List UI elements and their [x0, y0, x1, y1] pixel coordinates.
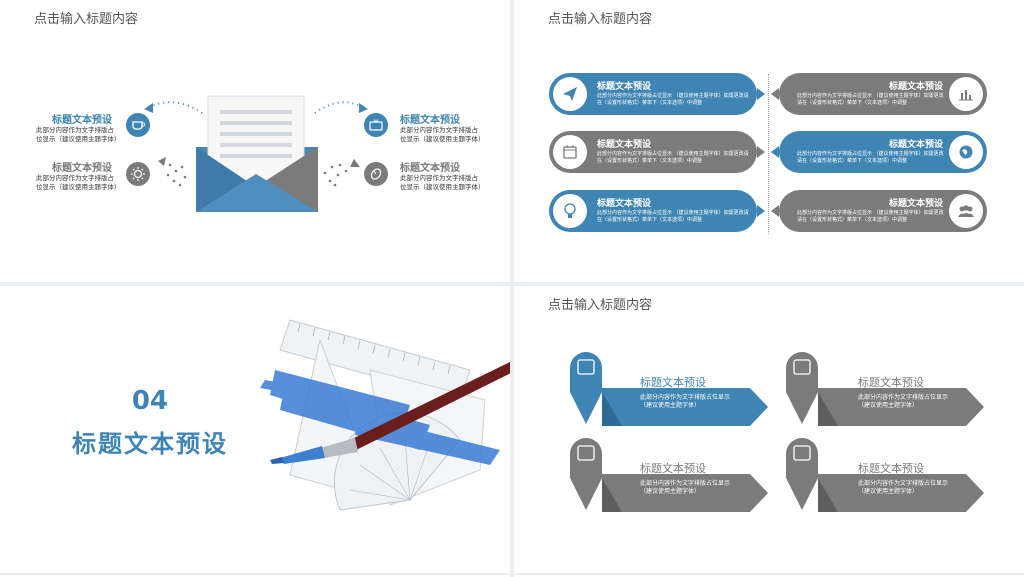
right-pill-2-pointer: [771, 146, 779, 158]
right-pill-3-desc: 此部分内容作为文字排版占位显示 （建议使用主题字体）如需更改请在（设置形状格式）…: [797, 210, 944, 223]
item-2-shape: [786, 352, 984, 426]
bar-chart-icon: [949, 77, 983, 111]
right-pill-2[interactable]: 标题文本预设 此部分内容作为文字排版占位显示 （建议使用主题字体）如需更改请在（…: [779, 131, 987, 173]
right-pill-3-title: 标题文本预设: [888, 199, 943, 209]
left-pill-3-desc: 此部分内容作为文字排版占位显示 （建议使用主题字体）如需更改请在（设置形状格式）…: [597, 210, 749, 223]
item-2-desc[interactable]: 此部分内容作为文字排版占位显示（建议使用主题字体）: [858, 394, 949, 409]
envelope-illustration: [196, 95, 318, 212]
slide-1-right-item-1-title[interactable]: 标题文本预设: [400, 115, 460, 126]
left-pill-2[interactable]: 标题文本预设 此部分内容作为文字排版占位显示 （建议使用主题字体）如需更改请在（…: [549, 131, 757, 173]
left-pill-3[interactable]: 标题文本预设 此部分内容作为文字排版占位显示 （建议使用主题字体）如需更改请在（…: [549, 190, 757, 232]
slide-1[interactable]: 点击输入标题内容 标题文本预设 此部分内容作为文字排版占位显示（建议使用主题字体…: [0, 0, 510, 282]
item-2-title[interactable]: 标题文本预设: [858, 376, 924, 389]
right-pill-3-pointer: [771, 205, 779, 217]
right-pill-1[interactable]: 标题文本预设 此部分内容作为文字排版占位显示 （建议使用主题字体）如需更改请在（…: [779, 73, 987, 115]
calendar-icon: [553, 135, 587, 169]
slide-4-title[interactable]: 点击输入标题内容: [548, 298, 653, 313]
left-pill-1-desc: 此部分内容作为文字排版占位显示 （建议使用主题字体）如需更改请在（设置形状格式）…: [597, 93, 749, 106]
center-divider: [768, 74, 769, 234]
left-pill-2-title: 标题文本预设: [597, 140, 652, 150]
item-3-desc[interactable]: 此部分内容作为文字排版占位显示（建议使用主题字体）: [640, 480, 731, 495]
tv-icon: [364, 113, 388, 137]
slide-1-right-item-2-title[interactable]: 标题文本预设: [400, 163, 460, 174]
right-pill-2-title: 标题文本预设: [888, 140, 943, 150]
lightbulb-icon: [553, 194, 587, 228]
item-4-desc[interactable]: 此部分内容作为文字排版占位显示（建议使用主题字体）: [858, 480, 949, 495]
slide-1-title[interactable]: 点击输入标题内容: [34, 12, 139, 27]
left-pill-2-pointer: [757, 146, 765, 158]
slide-4[interactable]: 点击输入标题内容 标题文本预设 此部分内容作为文字排版占位显示（建议使用主题字体…: [514, 286, 1024, 573]
left-pill-1-pointer: [757, 88, 765, 100]
right-pill-1-desc: 此部分内容作为文字排版占位显示 （建议使用主题字体）如需更改请在（设置形状格式）…: [797, 93, 944, 106]
section-number[interactable]: 04: [131, 386, 169, 416]
slide-1-right-item-2-desc[interactable]: 此部分内容作为文字排版占位显示（建议使用主题字体）: [400, 174, 485, 191]
right-pill-2-desc: 此部分内容作为文字排版占位显示 （建议使用主题字体）如需更改请在（设置形状格式）…: [797, 151, 944, 164]
slide-2-title[interactable]: 点击输入标题内容: [548, 12, 653, 27]
slide-5-partial[interactable]: [0, 575, 510, 577]
section-title[interactable]: 标题文本预设: [72, 430, 228, 458]
sun-icon: [126, 162, 150, 186]
slide-1-left-item-2-title[interactable]: 标题文本预设: [52, 163, 112, 174]
slide-1-left-item-2-desc[interactable]: 此部分内容作为文字排版占位显示（建议使用主题字体）: [36, 174, 121, 191]
left-pill-2-desc: 此部分内容作为文字排版占位显示 （建议使用主题字体）如需更改请在（设置形状格式）…: [597, 151, 749, 164]
slide-1-right-item-1-desc[interactable]: 此部分内容作为文字排版占位显示（建议使用主题字体）: [400, 126, 485, 143]
people-icon: [949, 194, 983, 228]
item-3-shape: [570, 438, 768, 512]
item-1-desc[interactable]: 此部分内容作为文字排版占位显示（建议使用主题字体）: [640, 394, 731, 409]
right-pill-1-title: 标题文本预设: [888, 82, 943, 92]
slide-2[interactable]: 点击输入标题内容 标题文本预设 此部分内容作为文字排版占位显示 （建议使用主题字…: [514, 0, 1024, 282]
mouse-icon: [364, 162, 388, 186]
cup-icon: [126, 113, 150, 137]
item-3-title[interactable]: 标题文本预设: [640, 462, 706, 475]
item-1-title[interactable]: 标题文本预设: [640, 376, 706, 389]
slide-1-left-item-1-desc[interactable]: 此部分内容作为文字排版占位显示（建议使用主题字体）: [36, 126, 121, 143]
item-1-shape: [570, 352, 768, 426]
slide-3[interactable]: 04 标题文本预设: [0, 286, 510, 573]
rulers-brush-illustration: [260, 319, 510, 511]
right-pill-3[interactable]: 标题文本预设 此部分内容作为文字排版占位显示 （建议使用主题字体）如需更改请在（…: [779, 190, 987, 232]
left-pill-1-title: 标题文本预设: [597, 82, 652, 92]
slide-1-left-item-1-title[interactable]: 标题文本预设: [52, 115, 112, 126]
dotted-arrows: [144, 101, 368, 187]
item-4-title[interactable]: 标题文本预设: [858, 462, 924, 475]
globe-icon: [949, 135, 983, 169]
left-pill-3-title: 标题文本预设: [597, 199, 652, 209]
left-pill-3-pointer: [757, 205, 765, 217]
paper-plane-icon: [553, 77, 587, 111]
right-pill-1-pointer: [771, 88, 779, 100]
left-pill-1[interactable]: 标题文本预设 此部分内容作为文字排版占位显示 （建议使用主题字体）如需更改请在（…: [549, 73, 757, 115]
item-4-shape: [786, 438, 984, 512]
slide-6-partial[interactable]: [514, 575, 1024, 577]
